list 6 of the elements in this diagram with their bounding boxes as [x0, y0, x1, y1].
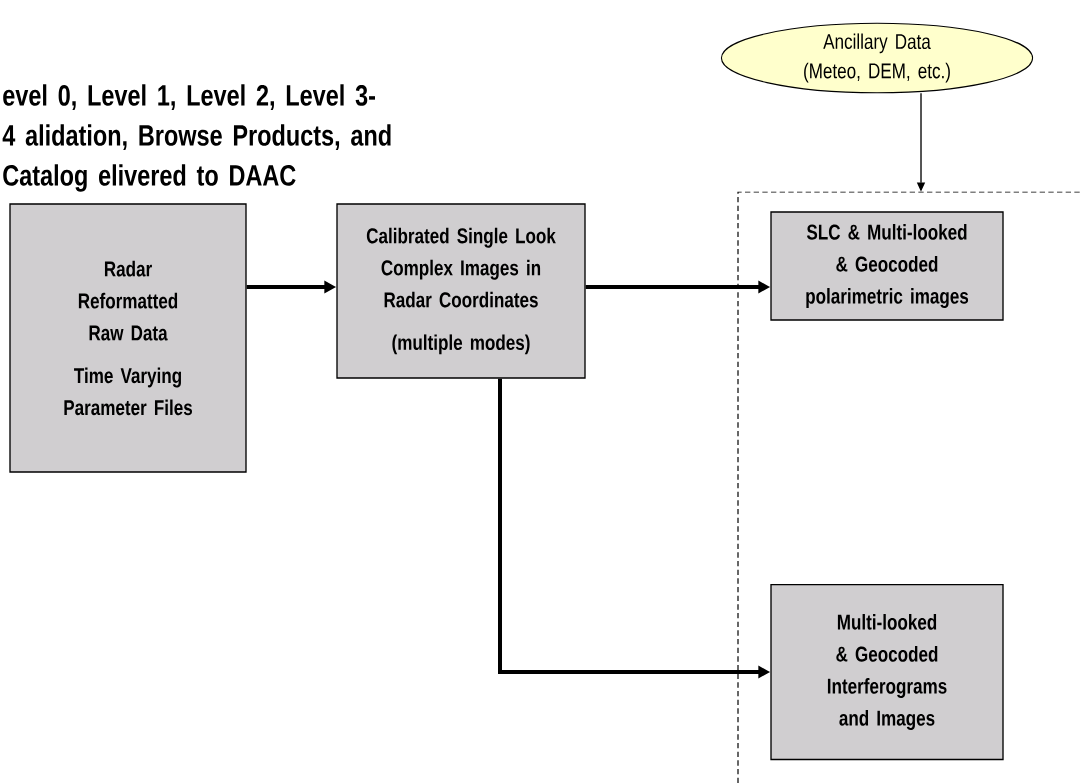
process-box: Radar Reformatted Raw Data Time Varying Parameter Files [9, 203, 247, 473]
process-box: SLC & Multi-looked & Geocoded polarimetric images [770, 211, 1004, 321]
process-box: Multi-looked & Geocoded Interferograms and Images [770, 583, 1004, 761]
dashed-boundary [737, 191, 1083, 783]
title: evel 0, Level 1, Level 2, Level 3-4 alidation, Browse Products, and Catalog elivered to DAAC [2, 84, 391, 192]
process-box: Calibrated Single Look Complex Images in Radar Coordinates (multiple modes) [336, 203, 586, 379]
